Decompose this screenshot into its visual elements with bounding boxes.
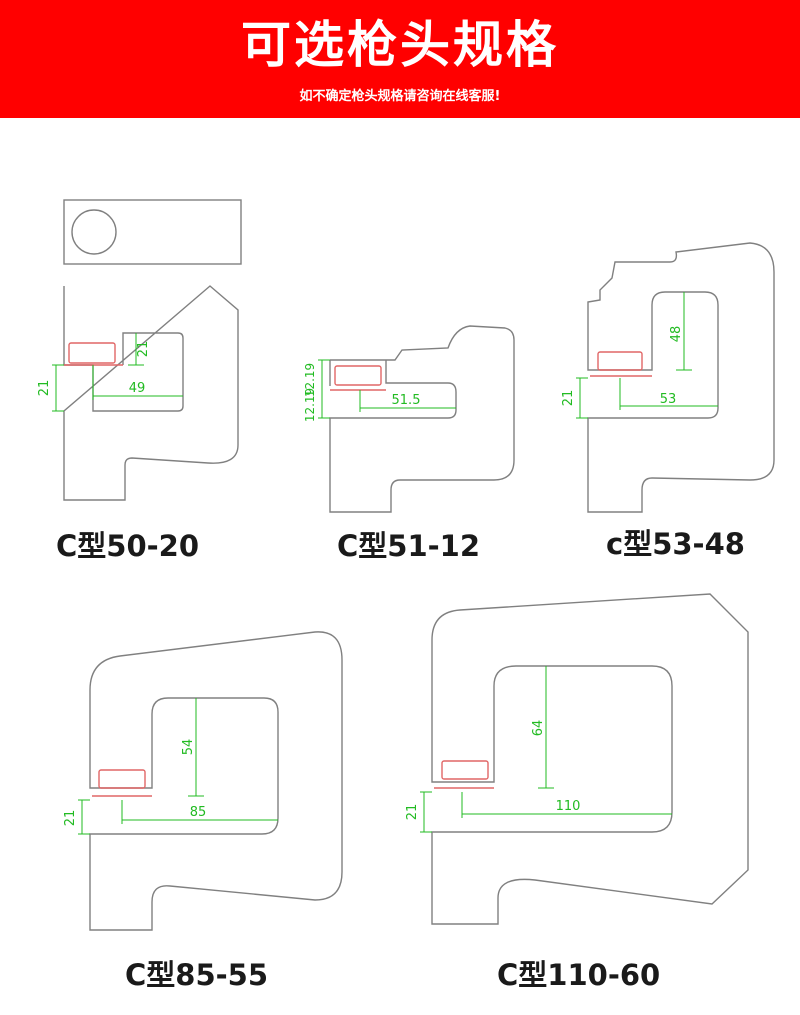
head-53-48-outline: [587, 242, 775, 513]
header-banner: 可选枪头规格 如不确定枪头规格请咨询在线客服!: [0, 0, 800, 118]
head-51-12-drawing: 12.19 12.19 51.5: [303, 325, 515, 513]
head-110-60-dim-gap: 21: [405, 804, 420, 821]
head-85-55-die: [98, 769, 146, 789]
head-85-55-dim-depth: 85: [190, 805, 207, 820]
head-51-12-dim-gap: 12.19: [303, 388, 317, 422]
model-label-53-48: c型53-48: [606, 527, 745, 561]
head-51-12-dim-depth: 51.5: [392, 393, 421, 408]
page-title: 可选枪头规格: [241, 16, 559, 74]
model-label-110-60: C型110-60: [497, 958, 661, 992]
head-53-48-dim-height: 48: [669, 326, 684, 343]
head-51-12-dim-height: 12.19: [303, 363, 317, 397]
model-label-51-12: C型51-12: [337, 529, 481, 563]
model-label-85-55: C型85-55: [125, 958, 269, 992]
head-85-55-drawing: 54 21 85: [63, 631, 343, 931]
model-label-50-20: C型50-20: [56, 529, 200, 563]
head-50-20-drawing: 21 21 49: [37, 199, 242, 501]
head-51-12-die: [334, 365, 382, 386]
head-50-20-outline: [63, 285, 239, 501]
head-53-48-die: [597, 351, 643, 371]
head-110-60-die: [441, 760, 489, 780]
head-50-20-dim-gap: 21: [37, 380, 52, 397]
head-50-20-dim-depth: 49: [129, 381, 146, 396]
head-50-20-top-view-hole: [71, 209, 117, 255]
head-53-48-drawing: 48 21 53: [561, 242, 775, 513]
head-50-20-die: [68, 342, 116, 364]
head-110-60-dim-depth: 110: [556, 799, 581, 814]
head-51-12-outline: [329, 325, 515, 513]
head-110-60-outline: [431, 593, 749, 925]
head-50-20-top-view: [63, 199, 242, 265]
head-85-55-outline: [89, 631, 343, 931]
head-50-20-dim-height: 21: [136, 341, 151, 358]
head-110-60-drawing: 64 21 110: [405, 593, 749, 925]
head-85-55-dim-height: 54: [181, 739, 196, 756]
head-110-60-dim-height: 64: [531, 720, 546, 737]
head-53-48-dim-depth: 53: [660, 392, 677, 407]
head-53-48-dim-gap: 21: [561, 390, 576, 407]
head-85-55-dim-gap: 21: [63, 810, 78, 827]
page-subtitle: 如不确定枪头规格请咨询在线客服!: [299, 89, 501, 104]
